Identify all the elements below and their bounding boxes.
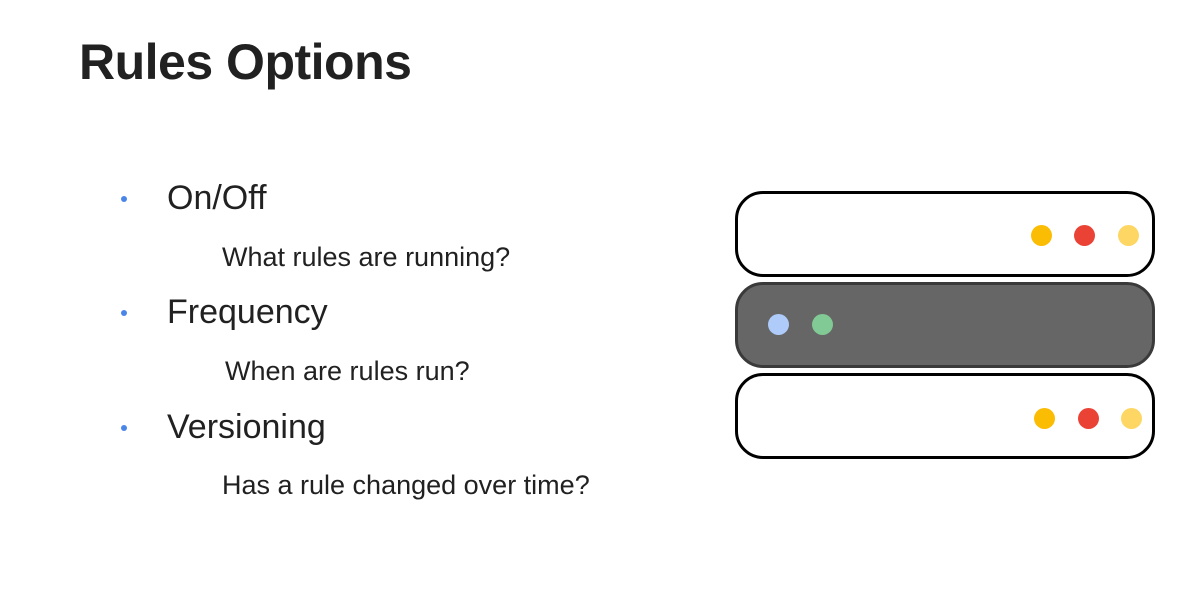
slide-title: Rules Options xyxy=(79,34,412,90)
bullet-marker-icon xyxy=(121,310,127,316)
bullet-sub-on-off: What rules are running? xyxy=(222,242,511,272)
bullet-sub-frequency: When are rules run? xyxy=(225,356,470,386)
bullet-sub-versioning: Has a rule changed over time? xyxy=(222,470,590,500)
status-light-icon xyxy=(812,314,833,335)
bullet-label-versioning: Versioning xyxy=(167,408,326,446)
bullet-marker-icon xyxy=(121,425,127,431)
bullet-label-on-off: On/Off xyxy=(167,179,267,217)
status-light-icon xyxy=(1121,408,1142,429)
server-unit-middle xyxy=(735,282,1155,368)
status-light-icon xyxy=(1118,225,1139,246)
status-light-icon xyxy=(1034,408,1055,429)
bullet-list: On/Off What rules are running? Frequency… xyxy=(121,179,590,500)
server-unit-top xyxy=(735,191,1155,277)
status-light-icon xyxy=(768,314,789,335)
bullet-label-frequency: Frequency xyxy=(167,293,328,331)
bullet-marker-icon xyxy=(121,196,127,202)
server-unit-bottom xyxy=(735,373,1155,459)
status-light-icon xyxy=(1074,225,1095,246)
status-light-icon xyxy=(1031,225,1052,246)
status-light-icon xyxy=(1078,408,1099,429)
